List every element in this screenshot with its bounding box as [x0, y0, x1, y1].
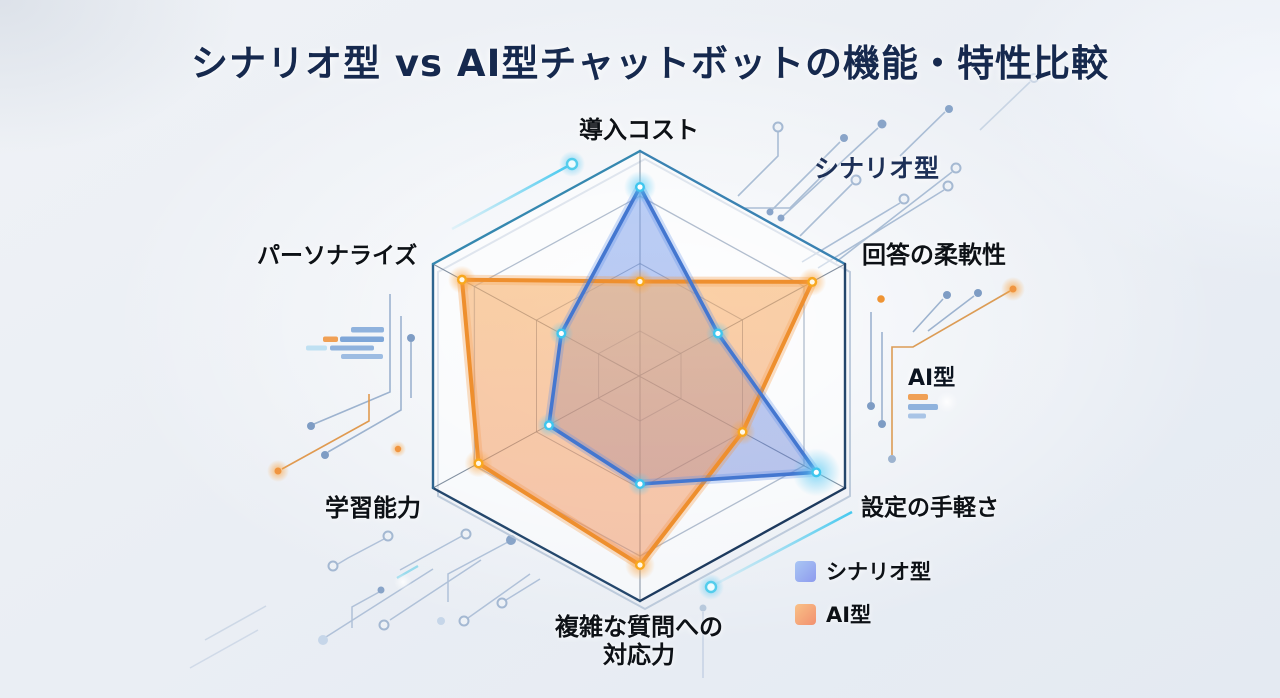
axis-label-complex-line2: 対応力: [603, 641, 675, 669]
data-point-core: [739, 429, 746, 435]
axis-label-complex-questions: 複雑な質問への 対応力: [555, 613, 723, 669]
axis-label-complex-line1: 複雑な質問への: [555, 613, 723, 641]
axis-label-answer-flexibility: 回答の柔軟性: [862, 241, 1006, 269]
axis-label-learning-ability: 学習能力: [325, 494, 421, 522]
legend-label-ai: AI型: [826, 603, 872, 627]
data-point-core: [637, 184, 643, 190]
axis-label-intro-cost: 導入コスト: [579, 116, 699, 144]
data-point-core: [715, 330, 721, 337]
legend-swatch-ai: [795, 603, 816, 625]
hexagon-edge: [431, 486, 642, 603]
legend: シナリオ型 AI型: [795, 556, 931, 629]
data-point-core: [475, 460, 482, 466]
data-point-core: [813, 469, 819, 475]
data-point-core: [637, 562, 643, 568]
series-scenario-points: [536, 171, 841, 497]
hexagon-edge: [638, 149, 847, 266]
data-point-core: [459, 277, 465, 283]
data-point-core: [809, 279, 815, 285]
circuit-decoration-left: [267, 294, 415, 482]
legend-item-scenario: シナリオ型: [795, 556, 931, 586]
radar-plot-area: [431, 149, 851, 611]
hexagon-edge: [638, 486, 847, 603]
data-point-core: [637, 481, 643, 487]
annotation-ai-type: AI型: [908, 366, 956, 391]
legend-item-ai: AI型: [795, 599, 931, 629]
axis-label-personalize: パーソナライズ: [257, 243, 418, 269]
circuit-decoration-cyan-lines: [451, 151, 853, 600]
circuit-decoration-mid-right: [867, 277, 1025, 463]
circuit-decoration-top-right: [737, 73, 1039, 269]
series-ai-points: [447, 265, 827, 580]
data-point-core: [637, 278, 643, 285]
hexagon-edge: [431, 149, 642, 266]
page-title: シナリオ型 vs AI型チャットボットの機能・特性比較: [191, 42, 1109, 85]
legend-swatch-scenario: [795, 560, 816, 582]
circuit-decoration-bottom-left: [189, 528, 707, 678]
annotation-scenario-type: シナリオ型: [814, 154, 940, 183]
data-point-core: [546, 422, 552, 428]
legend-label-scenario: シナリオ型: [826, 560, 931, 584]
axis-label-ease-of-setup: 設定の手軽さ: [861, 495, 999, 521]
data-point-core: [558, 330, 564, 337]
